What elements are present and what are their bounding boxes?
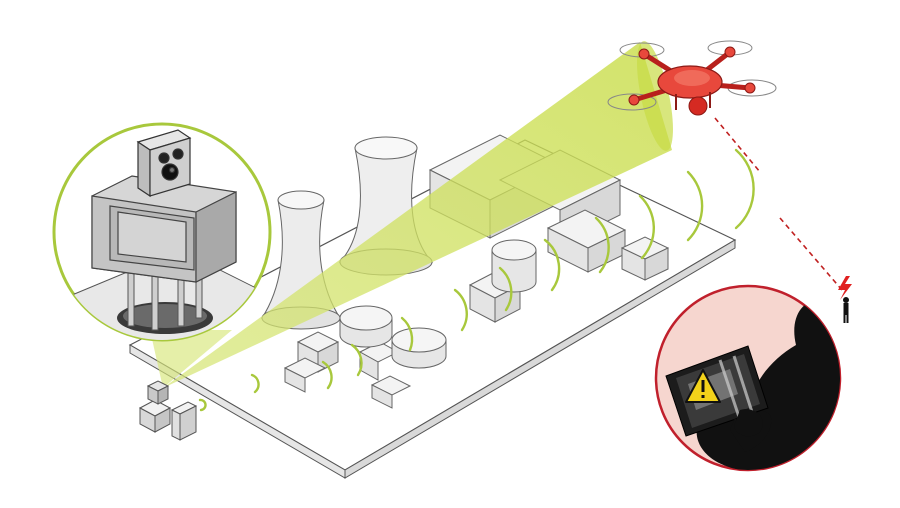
storage-tanks — [339, 239, 537, 369]
lightning-icon — [838, 276, 852, 300]
rf-signal-arcs — [198, 148, 755, 412]
site-base-edge-right — [344, 239, 736, 479]
drone-icon — [607, 40, 777, 116]
operator-tablet-inset — [654, 284, 842, 472]
camera-icon — [136, 129, 192, 198]
ground-sensor-unit — [138, 380, 198, 441]
warning-icon — [685, 369, 721, 403]
operator-icon — [843, 297, 849, 323]
control-link — [714, 117, 843, 291]
